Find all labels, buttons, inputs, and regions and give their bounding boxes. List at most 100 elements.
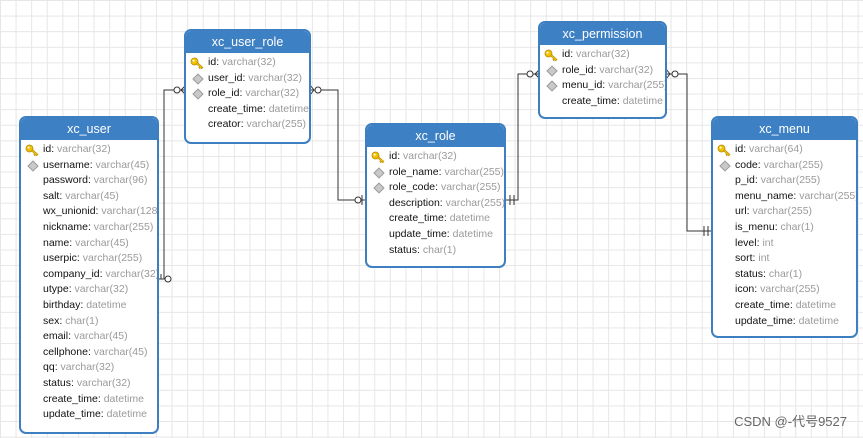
column-row[interactable]: id: varchar(32) — [186, 55, 309, 71]
column-name: create_time — [389, 212, 444, 225]
column-row[interactable]: create_time: datetime — [735, 298, 836, 311]
column-row[interactable]: is_menu: char(1) — [735, 220, 814, 233]
column-row[interactable]: level: int — [735, 236, 774, 249]
column-row[interactable]: status: varchar(32) — [43, 376, 131, 389]
column-row[interactable]: role_code: varchar(255) — [367, 180, 504, 196]
column-row[interactable]: description: varchar(255) — [389, 196, 506, 209]
column-type: char(1) — [65, 314, 99, 327]
column-row[interactable]: role_id: varchar(32) — [540, 63, 665, 79]
column-type: datetime — [268, 102, 309, 115]
column-name: role_id — [562, 63, 594, 76]
column-row[interactable]: id: varchar(64) — [713, 142, 856, 158]
rel-role-permission — [505, 73, 540, 201]
column-type: datetime — [86, 298, 127, 311]
column-name: nickname — [43, 220, 88, 233]
column-row[interactable]: utype: varchar(32) — [43, 283, 129, 296]
column-row[interactable]: company_id: varchar(32) — [43, 267, 159, 280]
column-type: varchar(255) — [760, 174, 821, 187]
primary-key-icon — [717, 142, 731, 158]
rel-permission-menu — [666, 73, 713, 232]
column-row[interactable]: p_id: varchar(255) — [735, 174, 821, 187]
column-row[interactable]: salt: varchar(45) — [43, 189, 119, 202]
column-row[interactable]: update_time: datetime — [43, 408, 147, 421]
column-row[interactable]: code: varchar(255) — [713, 158, 856, 174]
column-row[interactable]: birthday: datetime — [43, 298, 127, 311]
column-row[interactable]: password: varchar(96) — [43, 174, 148, 187]
column-type: varchar(32) — [105, 267, 159, 280]
column-type: varchar(255) — [445, 196, 506, 209]
column-row[interactable]: id: varchar(32) — [540, 47, 665, 63]
column-row[interactable]: create_time: datetime — [43, 392, 144, 405]
column-row[interactable]: email: varchar(45) — [43, 330, 128, 343]
column-name: menu_name — [735, 189, 794, 202]
column-type: varchar(255) — [608, 79, 667, 92]
column-row[interactable]: sort: int — [735, 252, 770, 265]
column-name: role_id — [208, 87, 240, 100]
column-row[interactable]: qq: varchar(32) — [43, 361, 115, 374]
column-type: char(1) — [768, 267, 803, 280]
column-type: varchar(255) — [752, 205, 813, 218]
column-name: create_time — [208, 102, 263, 115]
column-name: update_time — [735, 314, 793, 327]
column-row[interactable]: status: char(1) — [735, 267, 803, 280]
column-type: datetime — [449, 212, 490, 225]
column-row[interactable]: cellphone: varchar(45) — [43, 345, 148, 358]
column-type: datetime — [103, 392, 144, 405]
column-name: description — [389, 196, 440, 209]
column-row[interactable]: id: varchar(32) — [21, 142, 157, 158]
column-name: password — [43, 174, 88, 187]
column-row[interactable]: menu_name: varchar(255) — [735, 189, 858, 202]
column-type: varchar(45) — [95, 158, 150, 171]
column-row[interactable]: name: varchar(45) — [43, 236, 129, 249]
index-diamond-icon — [544, 63, 558, 79]
column-name: sort — [735, 252, 753, 265]
column-type: varchar(255) — [763, 158, 824, 171]
column-name: sex — [43, 314, 60, 327]
column-name: create_time — [562, 94, 617, 107]
column-row[interactable]: username: varchar(45) — [21, 158, 157, 174]
column-row[interactable]: create_time: datetime — [389, 212, 490, 225]
column-row[interactable]: url: varchar(255) — [735, 205, 813, 218]
column-type: varchar(128) — [101, 205, 159, 218]
column-type: varchar(45) — [65, 189, 119, 202]
column-row[interactable]: menu_id: varchar(255) — [540, 78, 665, 94]
column-row[interactable]: update_time: datetime — [735, 314, 839, 327]
column-row[interactable]: status: char(1) — [389, 243, 457, 256]
column-name: name — [43, 236, 70, 249]
column-row[interactable]: role_id: varchar(32) — [186, 86, 309, 102]
column-row[interactable]: wx_unionid: varchar(128) — [43, 205, 159, 218]
column-type: varchar(255) — [760, 283, 820, 296]
column-type: varchar(45) — [73, 330, 128, 343]
primary-key-icon — [544, 47, 558, 63]
column-row[interactable]: id: varchar(32) — [367, 149, 504, 165]
column-row[interactable]: creator: varchar(255) — [208, 118, 307, 131]
column-row[interactable]: update_time: datetime — [389, 227, 493, 240]
column-name: status — [43, 376, 72, 389]
column-row[interactable]: sex: char(1) — [43, 314, 99, 327]
rel-user-userrole — [157, 89, 186, 280]
table-title: xc_menu — [713, 118, 856, 140]
column-name: user_id — [208, 71, 243, 84]
column-name: role_name — [389, 165, 439, 178]
column-row[interactable]: create_time: datetime — [208, 102, 309, 115]
column-name: level — [735, 236, 757, 249]
table-xc_menu[interactable]: xc_menu id: varchar(64)code: varchar(255)… — [711, 116, 858, 338]
column-row[interactable]: role_name: varchar(255) — [367, 165, 504, 181]
column-name: wx_unionid — [43, 205, 96, 218]
index-diamond-icon — [371, 180, 385, 196]
column-name: salt — [43, 189, 60, 202]
column-row[interactable]: create_time: datetime — [562, 94, 663, 107]
column-row[interactable]: nickname: varchar(255) — [43, 220, 154, 233]
column-name: update_time — [389, 227, 447, 240]
column-row[interactable]: user_id: varchar(32) — [186, 71, 309, 87]
column-row[interactable]: icon: varchar(255) — [735, 283, 820, 296]
column-type: varchar(32) — [74, 283, 129, 296]
column-type: varchar(32) — [222, 56, 276, 68]
column-row[interactable]: userpic: varchar(255) — [43, 252, 143, 265]
